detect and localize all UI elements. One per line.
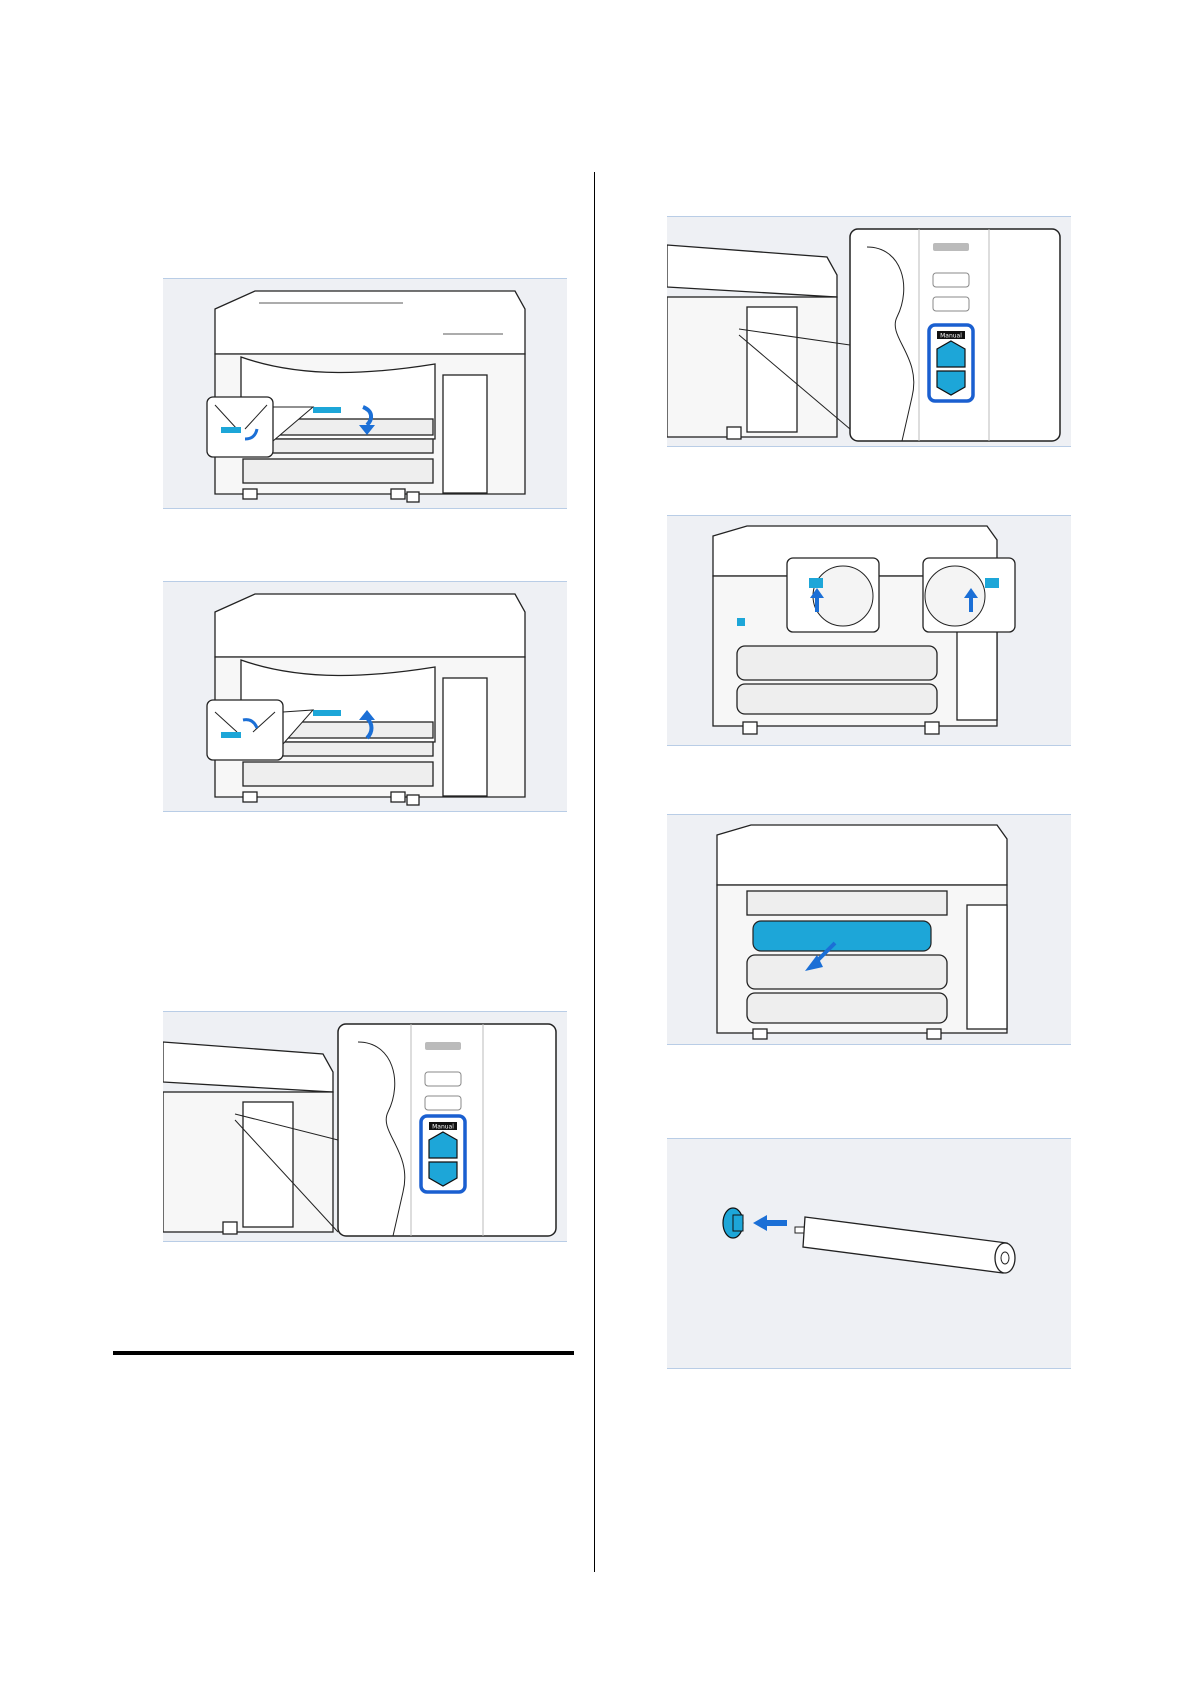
figure-cutter-lever-up	[163, 581, 567, 812]
paper-roll	[795, 1217, 1015, 1273]
control-panel-callout: Manual	[850, 229, 1060, 441]
figure-cutter-lever-down	[163, 278, 567, 509]
figure-manual-button-left: Manual	[163, 1011, 567, 1242]
figure-release-roll-holders	[667, 515, 1071, 746]
section-rule	[113, 1351, 574, 1355]
cutter-lever-accent	[313, 407, 341, 413]
right-holder-callout	[923, 558, 1015, 632]
adapter-illustration	[667, 1139, 1071, 1368]
printer-illustration	[163, 279, 567, 508]
control-panel-callout: Manual	[338, 1024, 556, 1236]
left-holder-callout	[787, 558, 879, 632]
figure-attach-adapter	[667, 1138, 1071, 1369]
printer-illustration	[163, 582, 567, 811]
manual-label: Manual	[432, 1124, 454, 1131]
column-divider	[594, 172, 595, 1572]
insert-arrow	[753, 1215, 767, 1231]
printer-illustration	[667, 815, 1071, 1044]
roll-adapter	[723, 1208, 743, 1238]
printer-illustration: Manual	[163, 1012, 567, 1241]
manual-label: Manual	[940, 333, 962, 340]
printer-illustration	[667, 516, 1071, 745]
figure-manual-button-right: Manual	[667, 216, 1071, 447]
figure-remove-roll-core	[667, 814, 1071, 1045]
cutter-lever-accent	[313, 710, 341, 716]
roll-core	[753, 921, 931, 951]
printer-illustration: Manual	[667, 217, 1071, 446]
